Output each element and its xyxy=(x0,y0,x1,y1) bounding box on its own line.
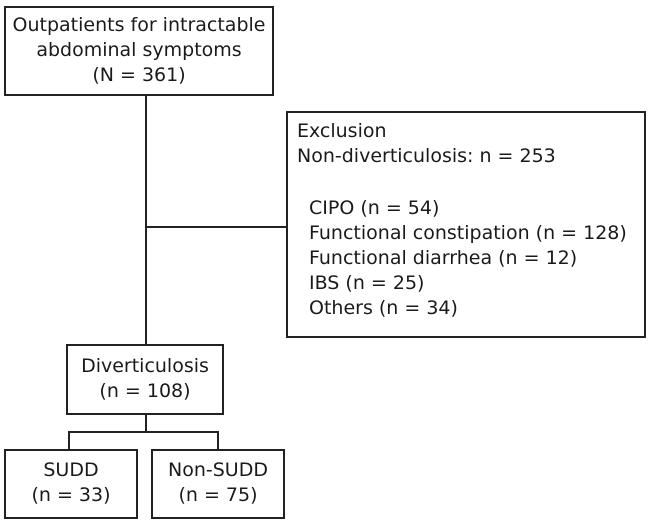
exclusion-item-functional-diarrhea: Functional diarrhea (n = 12) xyxy=(309,247,578,269)
exclusion-subtitle: Non-diverticulosis: n = 253 xyxy=(297,145,556,167)
exclusion-item-others: Others (n = 34) xyxy=(309,297,458,319)
exclusion-item-ibs: IBS (n = 25) xyxy=(309,272,425,294)
connector-exclusion-horizontal xyxy=(145,226,286,228)
outpatients-box: Outpatients for intractable abdominal sy… xyxy=(4,6,274,96)
outpatients-line1: Outpatients for intractable xyxy=(12,14,266,36)
exclusion-item-functional-constipation: Functional constipation (n = 128) xyxy=(309,222,627,244)
connector-sudd-vertical xyxy=(68,431,70,449)
exclusion-box: Exclusion Non-diverticulosis: n = 253 CI… xyxy=(286,111,646,338)
diverticulosis-count: (n = 108) xyxy=(99,380,191,402)
sudd-label: SUDD xyxy=(43,459,99,481)
exclusion-item-cipo: CIPO (n = 54) xyxy=(309,197,440,219)
sudd-box: SUDD (n = 33) xyxy=(4,449,138,519)
connector-non-sudd-vertical xyxy=(217,431,219,449)
non-sudd-box: Non-SUDD (n = 75) xyxy=(151,449,285,519)
sudd-count: (n = 33) xyxy=(31,484,111,506)
non-sudd-count: (n = 75) xyxy=(178,484,258,506)
connector-main-vertical xyxy=(145,95,147,344)
outpatients-line2: abdominal symptoms xyxy=(36,39,242,61)
connector-split-horizontal xyxy=(68,431,219,433)
connector-split-vertical xyxy=(145,414,147,432)
diverticulosis-box: Diverticulosis (n = 108) xyxy=(66,344,224,415)
diverticulosis-label: Diverticulosis xyxy=(81,355,209,377)
non-sudd-label: Non-SUDD xyxy=(168,459,268,481)
outpatients-count: (N = 361) xyxy=(92,64,186,86)
exclusion-title: Exclusion xyxy=(297,120,387,142)
